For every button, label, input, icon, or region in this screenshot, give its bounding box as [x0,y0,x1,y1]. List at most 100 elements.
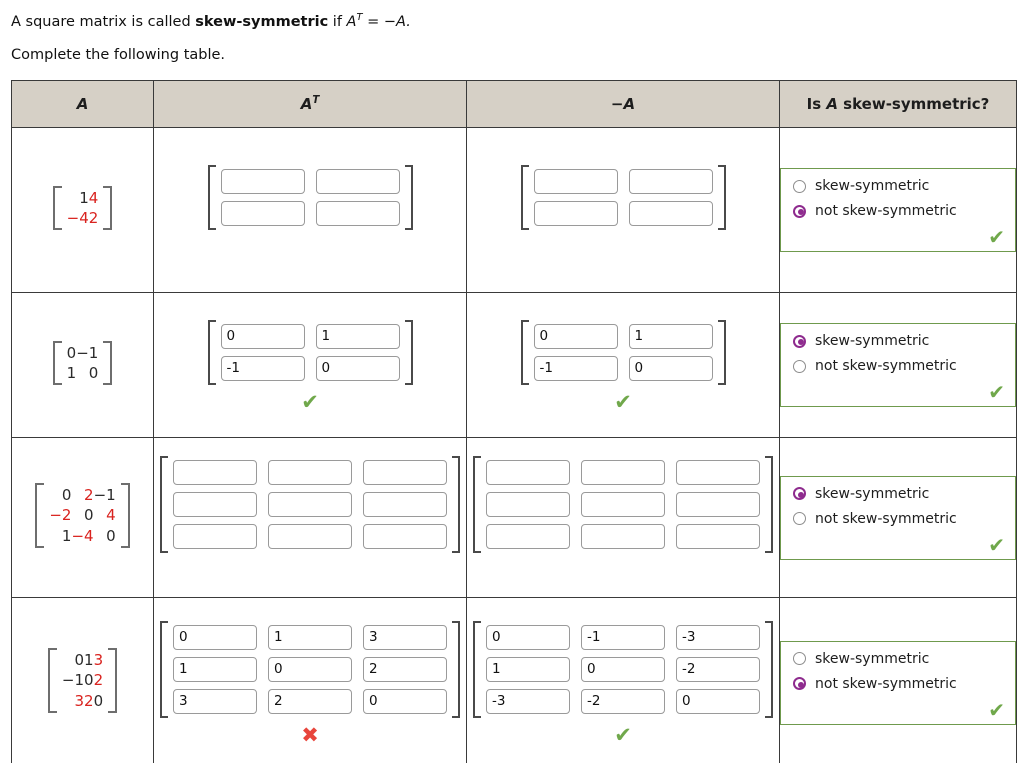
negative-a-entry-input[interactable] [581,460,665,485]
radio-label-skew: skew-symmetric [815,333,930,349]
radio-button-skew-icon[interactable] [793,487,806,500]
negative-a-entry-input[interactable] [486,492,570,517]
negative-a-entry-input[interactable] [628,200,713,226]
negative-a-entry-input[interactable]: 0 [676,689,760,714]
a-transpose-entry-input[interactable] [363,492,447,517]
a-transpose-entry-input[interactable] [268,492,352,517]
negative-a-matrix-row [533,168,713,194]
negative-a-entry-input[interactable] [581,524,665,549]
negative-a-entry-input[interactable]: -3 [676,625,760,650]
cell-matrix-a-transpose: ✔ [153,437,467,598]
a-transpose-entry-input[interactable] [173,492,257,517]
a-transpose-entry-input[interactable]: 0 [220,323,305,349]
matrix-entry: 1 [79,188,89,207]
negative-a-entry-input[interactable]: 0 [628,355,713,381]
negative-a-entry-input[interactable]: 1 [628,323,713,349]
negative-a-entry-input[interactable] [533,168,618,194]
radio-option-skew[interactable]: skew-symmetric [793,178,1005,194]
a-transpose-entry-input[interactable]: 3 [363,625,447,650]
header-neg-a-label: −A [610,95,636,113]
radio-option-not-skew[interactable]: not skew-symmetric [793,511,1005,527]
definition-sentence: A square matrix is called skew-symmetric… [11,12,411,31]
a-transpose-entry-input[interactable] [173,524,257,549]
radio-option-skew[interactable]: skew-symmetric [793,486,1005,502]
negative-a-entry-input[interactable] [533,200,618,226]
a-transpose-entry-input[interactable] [220,200,305,226]
a-transpose-entry-input[interactable] [363,524,447,549]
negative-a-input-group: ✔ [520,159,726,262]
radio-button-skew-icon[interactable] [793,179,806,193]
header-at-base: A [300,95,313,113]
negative-a-entry-input[interactable] [676,460,760,485]
negative-a-entry-input[interactable]: -1 [581,625,665,650]
negative-a-entry-input[interactable] [486,460,570,485]
a-transpose-input-group: ✔ [160,450,460,585]
correct-check-icon: ✔ [988,532,1005,557]
radio-button-not-skew-icon[interactable] [793,512,806,525]
header-answer-post: skew-symmetric? [837,95,990,113]
a-transpose-entry-input[interactable]: -1 [220,355,305,381]
negative-a-entry-input[interactable] [486,524,570,549]
skew-symmetric-table: A AT −A Is A skew-symmetric? 14−42✔✔skew… [11,80,1017,763]
a-transpose-entry-input[interactable]: 2 [268,689,352,714]
a-transpose-entry-input[interactable] [268,524,352,549]
a-transpose-entry-input[interactable]: 0 [173,625,257,650]
a-transpose-entry-input[interactable] [363,460,447,485]
a-transpose-entry-input[interactable]: 3 [173,689,257,714]
a-transpose-entry-input[interactable]: 0 [268,657,352,682]
a-transpose-entry-input[interactable]: 0 [363,689,447,714]
negative-a-entry-input[interactable] [628,168,713,194]
a-transpose-entry-input[interactable] [220,168,305,194]
negative-a-entry-input[interactable] [581,492,665,517]
matrix-display-row: 0−1 [67,343,99,363]
negative-a-entry-input[interactable]: -2 [581,689,665,714]
negative-a-entry-input[interactable]: -1 [533,355,618,381]
negative-a-entry-input[interactable] [676,524,760,549]
radio-button-skew-icon[interactable] [793,652,806,665]
radio-button-not-skew-icon[interactable] [793,204,806,218]
matrix-bracket-left-icon [160,456,168,553]
matrix-entry: 0 [88,364,99,382]
radio-button-not-skew-icon[interactable] [793,677,806,690]
a-transpose-entry-input[interactable]: 1 [315,323,400,349]
matrix-entry: −1 [93,486,116,505]
negative-a-entry-input[interactable]: 0 [533,323,618,349]
negative-a-entry-input[interactable]: 0 [486,625,570,650]
a-transpose-entry-input[interactable] [315,200,400,226]
negative-a-entry-input[interactable]: 0 [581,657,665,682]
radio-button-skew-icon[interactable] [793,334,806,348]
negative-a-entry-input[interactable]: -2 [676,657,760,682]
negative-a-matrix-row: 0 -1 -3 [486,625,760,650]
radio-button-not-skew-icon[interactable] [793,359,806,373]
a-transpose-entry-input[interactable] [268,460,352,485]
negative-a-matrix-row: -3 -2 0 [486,689,760,714]
radio-option-not-skew[interactable]: not skew-symmetric [793,676,1005,692]
a-transpose-entry-input[interactable]: 1 [268,625,352,650]
negative-a-entry-input[interactable]: 1 [486,657,570,682]
a-transpose-entry-input[interactable]: 2 [363,657,447,682]
radio-option-not-skew[interactable]: not skew-symmetric [793,358,1005,374]
radio-option-skew[interactable]: skew-symmetric [793,651,1005,667]
a-transpose-entry-input[interactable] [173,460,257,485]
negative-a-entry-input[interactable] [676,492,760,517]
matrix-entry: −4 [66,209,89,227]
a-transpose-entry-input[interactable] [315,168,400,194]
correct-check-icon: ✔ [614,723,632,747]
matrix-bracket-left-icon [520,319,529,385]
matrix-entry: 3 [74,691,85,710]
negative-a-entry-input[interactable]: -3 [486,689,570,714]
a-transpose-entry-input[interactable]: 0 [315,355,400,381]
radio-option-skew[interactable]: skew-symmetric [793,333,1005,349]
a-transpose-entry-input[interactable]: 1 [173,657,257,682]
radio-option-not-skew[interactable]: not skew-symmetric [793,203,1005,219]
matrix-entry: 0 [106,526,116,545]
